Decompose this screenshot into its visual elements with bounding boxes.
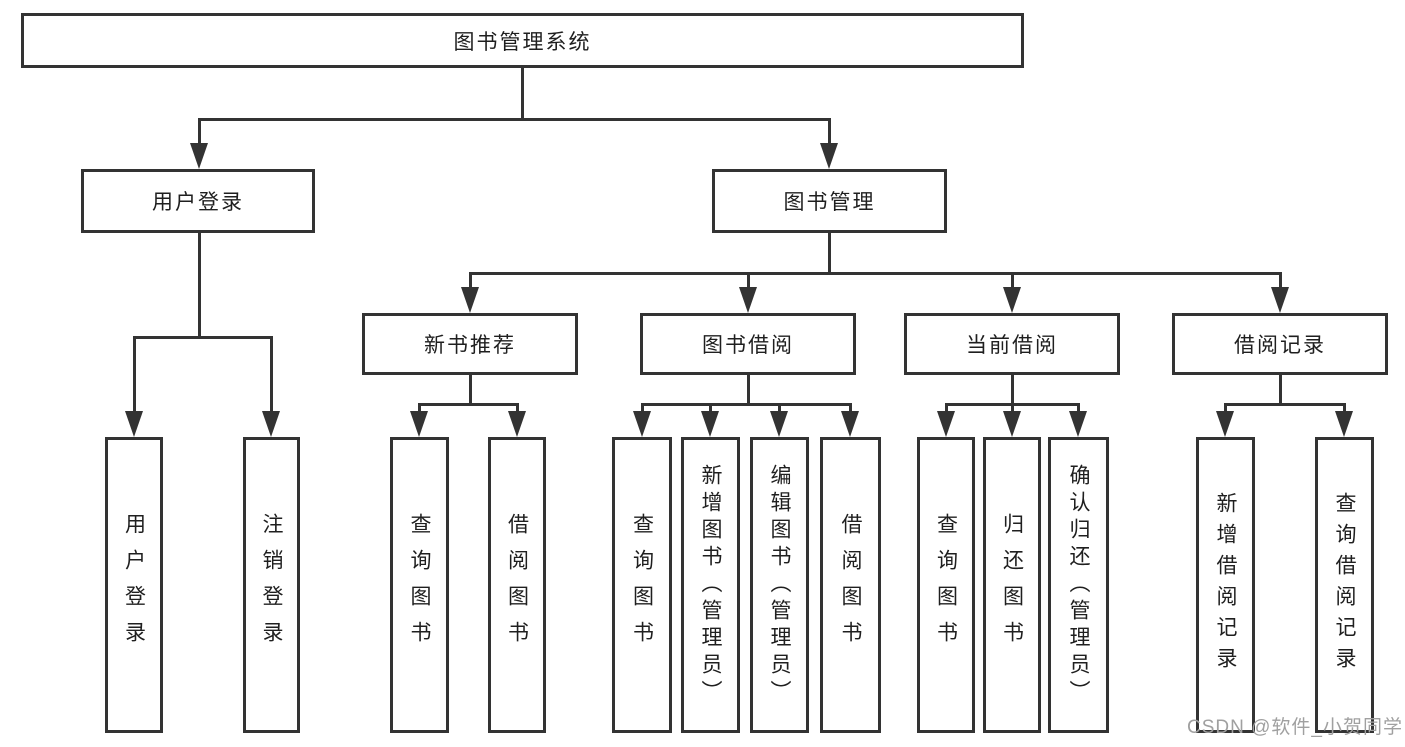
- node-borrow-record: 借阅记录: [1172, 313, 1388, 375]
- leaf-borrow-edit-books-admin: 编辑图书（管理员）: [750, 437, 809, 733]
- connector-line: [515, 406, 519, 411]
- arrowhead-down-icon: [937, 411, 955, 437]
- leaf-logout: 注销登录: [243, 437, 300, 733]
- connector-line: [1278, 275, 1282, 287]
- connector-line: [827, 121, 831, 143]
- connector-line: [1010, 275, 1014, 287]
- connector-line: [1010, 406, 1014, 411]
- arrowhead-down-icon: [633, 411, 651, 437]
- leaf-borrow-query-books: 查询图书: [612, 437, 672, 733]
- connector-line: [417, 403, 519, 406]
- leaf-recommend-borrow-books: 借阅图书: [488, 437, 546, 733]
- node-book-borrow: 图书借阅: [640, 313, 856, 375]
- connector-line: [468, 272, 1282, 275]
- connector-line: [197, 233, 201, 339]
- leaf-user-login: 用户登录: [105, 437, 163, 733]
- arrowhead-down-icon: [739, 287, 757, 313]
- arrowhead-down-icon: [508, 411, 526, 437]
- connector-line: [1342, 406, 1346, 411]
- connector-line: [1223, 406, 1227, 411]
- connector-line: [197, 118, 831, 121]
- watermark: CSDN @软件_小贺同学: [1187, 717, 1403, 738]
- leaf-recommend-query-books: 查询图书: [390, 437, 449, 733]
- leaf-borrow-add-books-admin: 新增图书（管理员）: [681, 437, 740, 733]
- arrowhead-down-icon: [1335, 411, 1353, 437]
- arrowhead-down-icon: [1003, 287, 1021, 313]
- connector-line: [132, 336, 273, 339]
- arrowhead-down-icon: [1271, 287, 1289, 313]
- arrowhead-down-icon: [841, 411, 859, 437]
- leaf-record-add-borrow-record: 新增借阅记录: [1196, 437, 1255, 733]
- leaf-current-confirm-return-admin: 确认归还（管理员）: [1048, 437, 1109, 733]
- arrowhead-down-icon: [190, 143, 208, 169]
- connector-line: [417, 406, 421, 411]
- node-new-book-recommend: 新书推荐: [362, 313, 578, 375]
- arrowhead-down-icon: [461, 287, 479, 313]
- connector-line: [468, 375, 472, 406]
- arrowhead-down-icon: [1003, 411, 1021, 437]
- connector-line: [1223, 403, 1346, 406]
- connector-line: [197, 121, 201, 143]
- connector-line: [520, 68, 524, 121]
- leaf-current-return-books: 归还图书: [983, 437, 1041, 733]
- connector-line: [1076, 406, 1080, 411]
- arrowhead-down-icon: [1069, 411, 1087, 437]
- connector-line: [1278, 375, 1282, 406]
- arrowhead-down-icon: [262, 411, 280, 437]
- leaf-borrow-borrow-books: 借阅图书: [820, 437, 881, 733]
- node-user-login: 用户登录: [81, 169, 315, 233]
- arrowhead-down-icon: [820, 143, 838, 169]
- connector-line: [640, 403, 852, 406]
- connector-line: [777, 406, 781, 411]
- arrowhead-down-icon: [125, 411, 143, 437]
- node-current-borrow: 当前借阅: [904, 313, 1120, 375]
- arrowhead-down-icon: [1216, 411, 1234, 437]
- connector-line: [708, 406, 712, 411]
- node-book-management: 图书管理: [712, 169, 947, 233]
- leaf-record-query-borrow-record: 查询借阅记录: [1315, 437, 1374, 733]
- arrowhead-down-icon: [701, 411, 719, 437]
- connector-line: [132, 339, 136, 411]
- connector-line: [848, 406, 852, 411]
- arrowhead-down-icon: [410, 411, 428, 437]
- connector-line: [746, 275, 750, 287]
- leaf-current-query-books: 查询图书: [917, 437, 975, 733]
- connector-line: [944, 403, 1080, 406]
- connector-line: [269, 339, 273, 411]
- connector-line: [468, 275, 472, 287]
- connector-line: [1010, 375, 1014, 406]
- node-root: 图书管理系统: [21, 13, 1024, 68]
- connector-line: [746, 375, 750, 406]
- arrowhead-down-icon: [770, 411, 788, 437]
- connector-line: [827, 233, 831, 275]
- connector-line: [640, 406, 644, 411]
- connector-line: [944, 406, 948, 411]
